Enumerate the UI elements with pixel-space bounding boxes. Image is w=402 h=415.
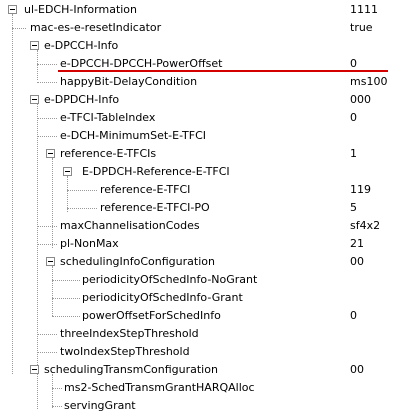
collapse-toggle-icon[interactable]: [30, 365, 39, 374]
tree-line: [37, 226, 57, 227]
tree-node-e-dpdch-reference-e-tfci[interactable]: E-DPDCH-Reference-E-TFCI: [0, 163, 402, 181]
node-label: e-DPCCH-DPCCH-PowerOffset: [60, 57, 223, 70]
collapse-toggle-icon[interactable]: [46, 149, 55, 158]
tree-node-ul-edch-information[interactable]: ul-EDCH-Information 1111: [0, 1, 402, 19]
node-label: e-DPCCH-Info: [44, 39, 119, 52]
tree-line: [37, 352, 57, 353]
tree-node-reference-e-tfcis[interactable]: reference-E-TFCIs 1: [0, 145, 402, 163]
tree-line: [12, 14, 13, 374]
tree-line: [37, 50, 38, 80]
tree-line: [12, 28, 26, 29]
node-label: schedulingTransmConfiguration: [44, 363, 218, 376]
tree-node-reference-e-tfci[interactable]: reference-E-TFCI 119: [0, 181, 402, 199]
node-label: happyBit-DelayCondition: [60, 75, 198, 88]
tree-node-schedulingtransmconfiguration[interactable]: schedulingTransmConfiguration 00: [0, 361, 402, 379]
tree-line: [52, 158, 53, 248]
node-value: 21: [350, 237, 364, 250]
tree-node-servinggrant[interactable]: servingGrant: [0, 397, 402, 415]
tree-line: [67, 208, 97, 209]
tree-line: [37, 244, 57, 245]
node-label: E-DPDCH-Reference-E-TFCI: [82, 165, 230, 178]
tree-node-e-tfci-tableindex[interactable]: e-TFCI-TableIndex 0: [0, 109, 402, 127]
node-label: ms2-SchedTransmGrantHARQAlloc: [64, 381, 255, 394]
node-label: pl-NonMax: [60, 237, 119, 250]
node-label: maxChannelisationCodes: [60, 219, 200, 232]
tree-node-e-dpcch-dpcch-poweroffset[interactable]: e-DPCCH-DPCCH-PowerOffset 0: [0, 55, 402, 73]
tree-node-reference-e-tfci-po[interactable]: reference-E-TFCI-PO 5: [0, 199, 402, 217]
tree-line: [52, 374, 53, 408]
node-value: 0: [350, 111, 357, 124]
node-label: twoIndexStepThreshold: [60, 345, 190, 358]
node-value: 00: [350, 255, 364, 268]
tree-line: [37, 104, 38, 409]
tree-node-pl-nonmax[interactable]: pl-NonMax 21: [0, 235, 402, 253]
tree-node-e-dpdch-info[interactable]: e-DPDCH-Info 000: [0, 91, 402, 109]
node-label: powerOffsetForSchedInfo: [82, 309, 221, 322]
node-label: ul-EDCH-Information: [24, 3, 138, 16]
tree-node-schedulinginfoconfiguration[interactable]: schedulingInfoConfiguration 00: [0, 253, 402, 271]
tree-line: [52, 406, 62, 407]
tree-line: [52, 388, 62, 389]
collapse-toggle-icon[interactable]: [30, 95, 39, 104]
node-value: 119: [350, 183, 371, 196]
tree-node-happybit-delaycondition[interactable]: happyBit-DelayCondition ms100: [0, 73, 402, 91]
node-value: 00: [350, 363, 364, 376]
tree-node-e-dpcch-info[interactable]: e-DPCCH-Info: [0, 37, 402, 55]
collapse-toggle-icon[interactable]: [63, 167, 72, 176]
node-label: schedulingInfoConfiguration: [60, 255, 215, 268]
node-label: periodicityOfSchedInfo-NoGrant: [82, 273, 258, 286]
tree-node-ms2-schedtransmgrantharqalloc[interactable]: ms2-SchedTransmGrantHARQAlloc: [0, 379, 402, 397]
tree-line: [37, 136, 57, 137]
tree-line: [52, 280, 80, 281]
node-value: sf4x2: [350, 219, 381, 232]
selection-underline: [58, 70, 388, 72]
tree-line: [37, 118, 57, 119]
tree-node-twoindexstepthreshold[interactable]: twoIndexStepThreshold: [0, 343, 402, 361]
node-label: reference-E-TFCIs: [60, 147, 157, 160]
collapse-toggle-icon[interactable]: [30, 41, 39, 50]
tree-line: [52, 266, 53, 316]
collapse-toggle-icon[interactable]: [46, 257, 55, 266]
node-value: 5: [350, 201, 357, 214]
node-value: 000: [350, 93, 371, 106]
tree-line: [52, 298, 80, 299]
node-label: e-TFCI-TableIndex: [60, 111, 156, 124]
node-value: true: [350, 21, 373, 34]
tree-node-threeindexstepthreshold[interactable]: threeIndexStepThreshold: [0, 325, 402, 343]
tree-node-periodicityofschedinfo-grant[interactable]: periodicityOfSchedInfo-Grant: [0, 289, 402, 307]
tree-line: [52, 316, 80, 317]
tree-line: [67, 176, 68, 212]
node-label: e-DCH-MinimumSet-E-TFCI: [60, 129, 207, 142]
node-value: 0: [350, 309, 357, 322]
tree-line: [37, 82, 57, 83]
collapse-toggle-icon[interactable]: [8, 5, 17, 14]
tree-node-maxchannelisationcodes[interactable]: maxChannelisationCodes sf4x2: [0, 217, 402, 235]
tree-node-e-dch-minimumset-e-tfci[interactable]: e-DCH-MinimumSet-E-TFCI: [0, 127, 402, 145]
node-label: periodicityOfSchedInfo-Grant: [82, 291, 243, 304]
tree-line: [37, 334, 57, 335]
node-label: reference-E-TFCI-PO: [100, 201, 210, 214]
node-label: threeIndexStepThreshold: [60, 327, 199, 340]
node-label: e-DPDCH-Info: [44, 93, 120, 106]
node-value: 1: [350, 147, 357, 160]
node-label: servingGrant: [64, 399, 136, 412]
tree-line: [37, 64, 57, 65]
node-value: ms100: [350, 75, 388, 88]
node-value: 0: [350, 57, 357, 70]
node-label: reference-E-TFCI: [100, 183, 191, 196]
tree-node-mac-es-e-resetindicator[interactable]: mac-es-e-resetIndicator true: [0, 19, 402, 37]
node-value: 1111: [350, 3, 378, 16]
tree-node-poweroffsetforschedinfo[interactable]: powerOffsetForSchedInfo 0: [0, 307, 402, 325]
node-label: mac-es-e-resetIndicator: [30, 21, 162, 34]
tree-line: [67, 190, 97, 191]
tree-node-periodicityofschedinfo-nogrant[interactable]: periodicityOfSchedInfo-NoGrant: [0, 271, 402, 289]
